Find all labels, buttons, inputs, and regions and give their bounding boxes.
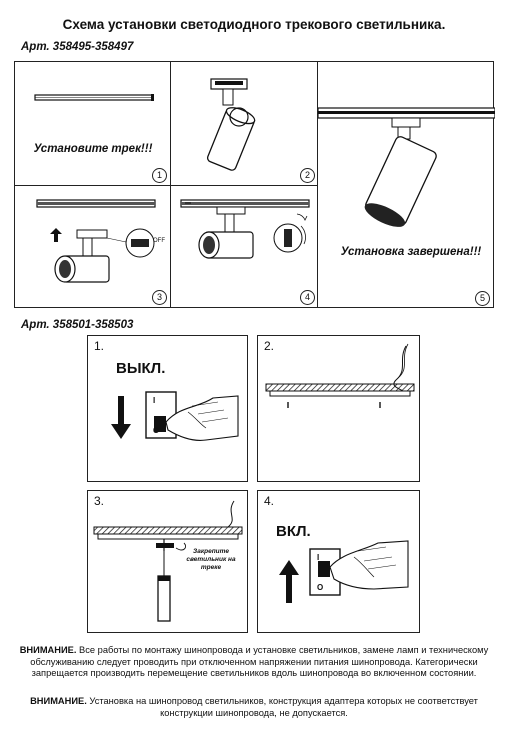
step-panel-4: 4 bbox=[170, 185, 318, 308]
off-label: OFF bbox=[153, 238, 165, 244]
step-number-s2-1: 1. bbox=[94, 339, 105, 353]
warning-2-label: ВНИМАНИЕ. bbox=[30, 696, 87, 706]
step-panel-3: OFF 3 bbox=[14, 185, 171, 308]
switch-off-mark: O bbox=[153, 426, 160, 435]
switch-off-illustration bbox=[111, 391, 239, 441]
step-number-4: 4 bbox=[300, 290, 315, 305]
warning-2: ВНИМАНИЕ. Установка на шинопровод светил… bbox=[10, 696, 498, 719]
installed-fixture-illustration bbox=[318, 107, 495, 227]
adapter-fixture-illustration bbox=[206, 78, 256, 171]
article-number-2: Арт. 358501-358503 bbox=[21, 319, 134, 331]
attach-note: Закрепите светильник на треке bbox=[186, 548, 236, 571]
step-number-1: 1 bbox=[152, 168, 167, 183]
switch-off-mark-2: O bbox=[317, 583, 324, 592]
step-number-s2-3: 3. bbox=[94, 494, 105, 508]
on-word: ВКЛ. bbox=[276, 523, 311, 540]
ceiling-track-illustration bbox=[265, 343, 415, 408]
pendant-fixture-illustration bbox=[93, 500, 243, 622]
step-panel-1: Установите трек!!! 1 bbox=[14, 61, 171, 186]
warning-1-label: ВНИМАНИЕ. bbox=[19, 645, 77, 655]
warning-2-text: Установка на шинопровод светильников, ко… bbox=[89, 696, 478, 718]
step-number-s2-4: 4. bbox=[264, 494, 275, 508]
step-panel-2: 2 bbox=[170, 61, 318, 186]
page-title: Схема установки светодиодного трекового … bbox=[62, 17, 446, 32]
attach-fixture-panel: 3. Закрепите светильник на треке bbox=[87, 490, 248, 633]
switch-on-panel: 4. ВКЛ. I O bbox=[257, 490, 420, 633]
switch-on-mark: I bbox=[153, 396, 156, 405]
switch-on-illustration bbox=[279, 540, 409, 603]
switch-off-panel: 1. ВЫКЛ. I O bbox=[87, 335, 248, 482]
install-track-caption: Установите трек!!! bbox=[33, 143, 153, 155]
insert-adapter-illustration bbox=[36, 199, 156, 283]
step-panel-5: Установка завершена!!! 5 bbox=[317, 61, 495, 308]
step-number-s2-2: 2. bbox=[264, 339, 275, 353]
article-number-1: Арт. 358495-358497 bbox=[21, 41, 134, 53]
rotate-lock-illustration bbox=[180, 199, 310, 259]
install-complete-caption: Установка завершена!!! bbox=[340, 246, 482, 258]
step-number-5: 5 bbox=[475, 291, 490, 306]
step-number-2: 2 bbox=[300, 168, 315, 183]
warning-1: ВНИМАНИЕ. Все работы по монтажу шинопров… bbox=[10, 645, 498, 680]
mount-track-panel: 2. bbox=[257, 335, 420, 482]
warning-1-text: Все работы по монтажу шинопровода и уста… bbox=[30, 645, 489, 679]
track-illustration bbox=[34, 94, 154, 101]
step-number-3: 3 bbox=[152, 290, 167, 305]
off-word: ВЫКЛ. bbox=[116, 360, 166, 377]
switch-on-mark-2: I bbox=[317, 553, 320, 562]
